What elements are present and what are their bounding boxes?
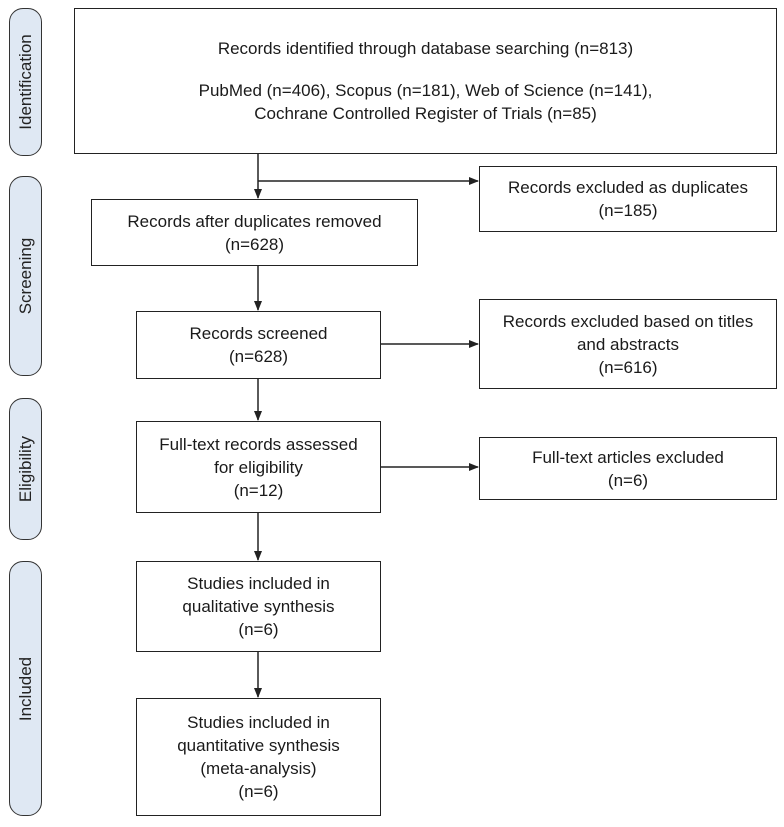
qualitative-count: (n=6)	[238, 620, 279, 639]
duplicates-excluded-label: Records excluded as duplicates	[507, 178, 749, 197]
titles-excluded-line2: and abstracts	[576, 334, 680, 354]
titles-excluded-line1: Records excluded based on titles	[502, 311, 754, 331]
quantitative-line1: Studies included in	[187, 713, 330, 732]
box-fulltext-assessed: Full-text records assessed for eligibili…	[136, 421, 381, 513]
records-screened-label: Records screened	[189, 324, 328, 343]
quantitative-line3: (meta-analysis)	[200, 759, 317, 778]
database-breakdown-line2: Cochrane Controlled Register of Trials (…	[254, 104, 597, 123]
box-records-identified: Records identified through database sear…	[74, 8, 777, 154]
phase-eligibility: Eligibility	[9, 398, 42, 540]
titles-excluded-count: (n=616)	[598, 357, 658, 377]
box-after-duplicates: Records after duplicates removed (n=628)	[91, 199, 418, 266]
quantitative-line2: quantitative synthesis	[177, 736, 340, 755]
duplicates-excluded-count: (n=185)	[598, 201, 658, 220]
box-duplicates-excluded: Records excluded as duplicates (n=185)	[479, 166, 777, 232]
quantitative-count: (n=6)	[238, 782, 279, 801]
box-fulltext-excluded: Full-text articles excluded (n=6)	[479, 437, 777, 500]
qualitative-line2: qualitative synthesis	[182, 597, 335, 616]
fulltext-excluded-count: (n=6)	[607, 470, 649, 490]
records-identified-text: Records identified through database sear…	[217, 39, 634, 58]
box-quantitative-synthesis: Studies included in quantitative synthes…	[136, 698, 381, 816]
phase-identification: Identification	[9, 8, 42, 156]
fulltext-assessed-line1: Full-text records assessed	[159, 434, 358, 454]
qualitative-line1: Studies included in	[187, 574, 330, 593]
box-records-screened: Records screened (n=628)	[136, 311, 381, 379]
fulltext-assessed-line2: for eligibility	[214, 457, 303, 477]
after-duplicates-count: (n=628)	[224, 234, 285, 254]
box-titles-abstracts-excluded: Records excluded based on titles and abs…	[479, 299, 777, 389]
box-qualitative-synthesis: Studies included in qualitative synthesi…	[136, 561, 381, 652]
phase-screening: Screening	[9, 176, 42, 376]
fulltext-assessed-count: (n=12)	[233, 480, 284, 500]
after-duplicates-label: Records after duplicates removed	[127, 211, 382, 231]
records-screened-count: (n=628)	[228, 347, 289, 366]
fulltext-excluded-label: Full-text articles excluded	[532, 447, 724, 467]
database-breakdown-line1: PubMed (n=406), Scopus (n=181), Web of S…	[198, 81, 653, 100]
phase-included: Included	[9, 561, 42, 816]
